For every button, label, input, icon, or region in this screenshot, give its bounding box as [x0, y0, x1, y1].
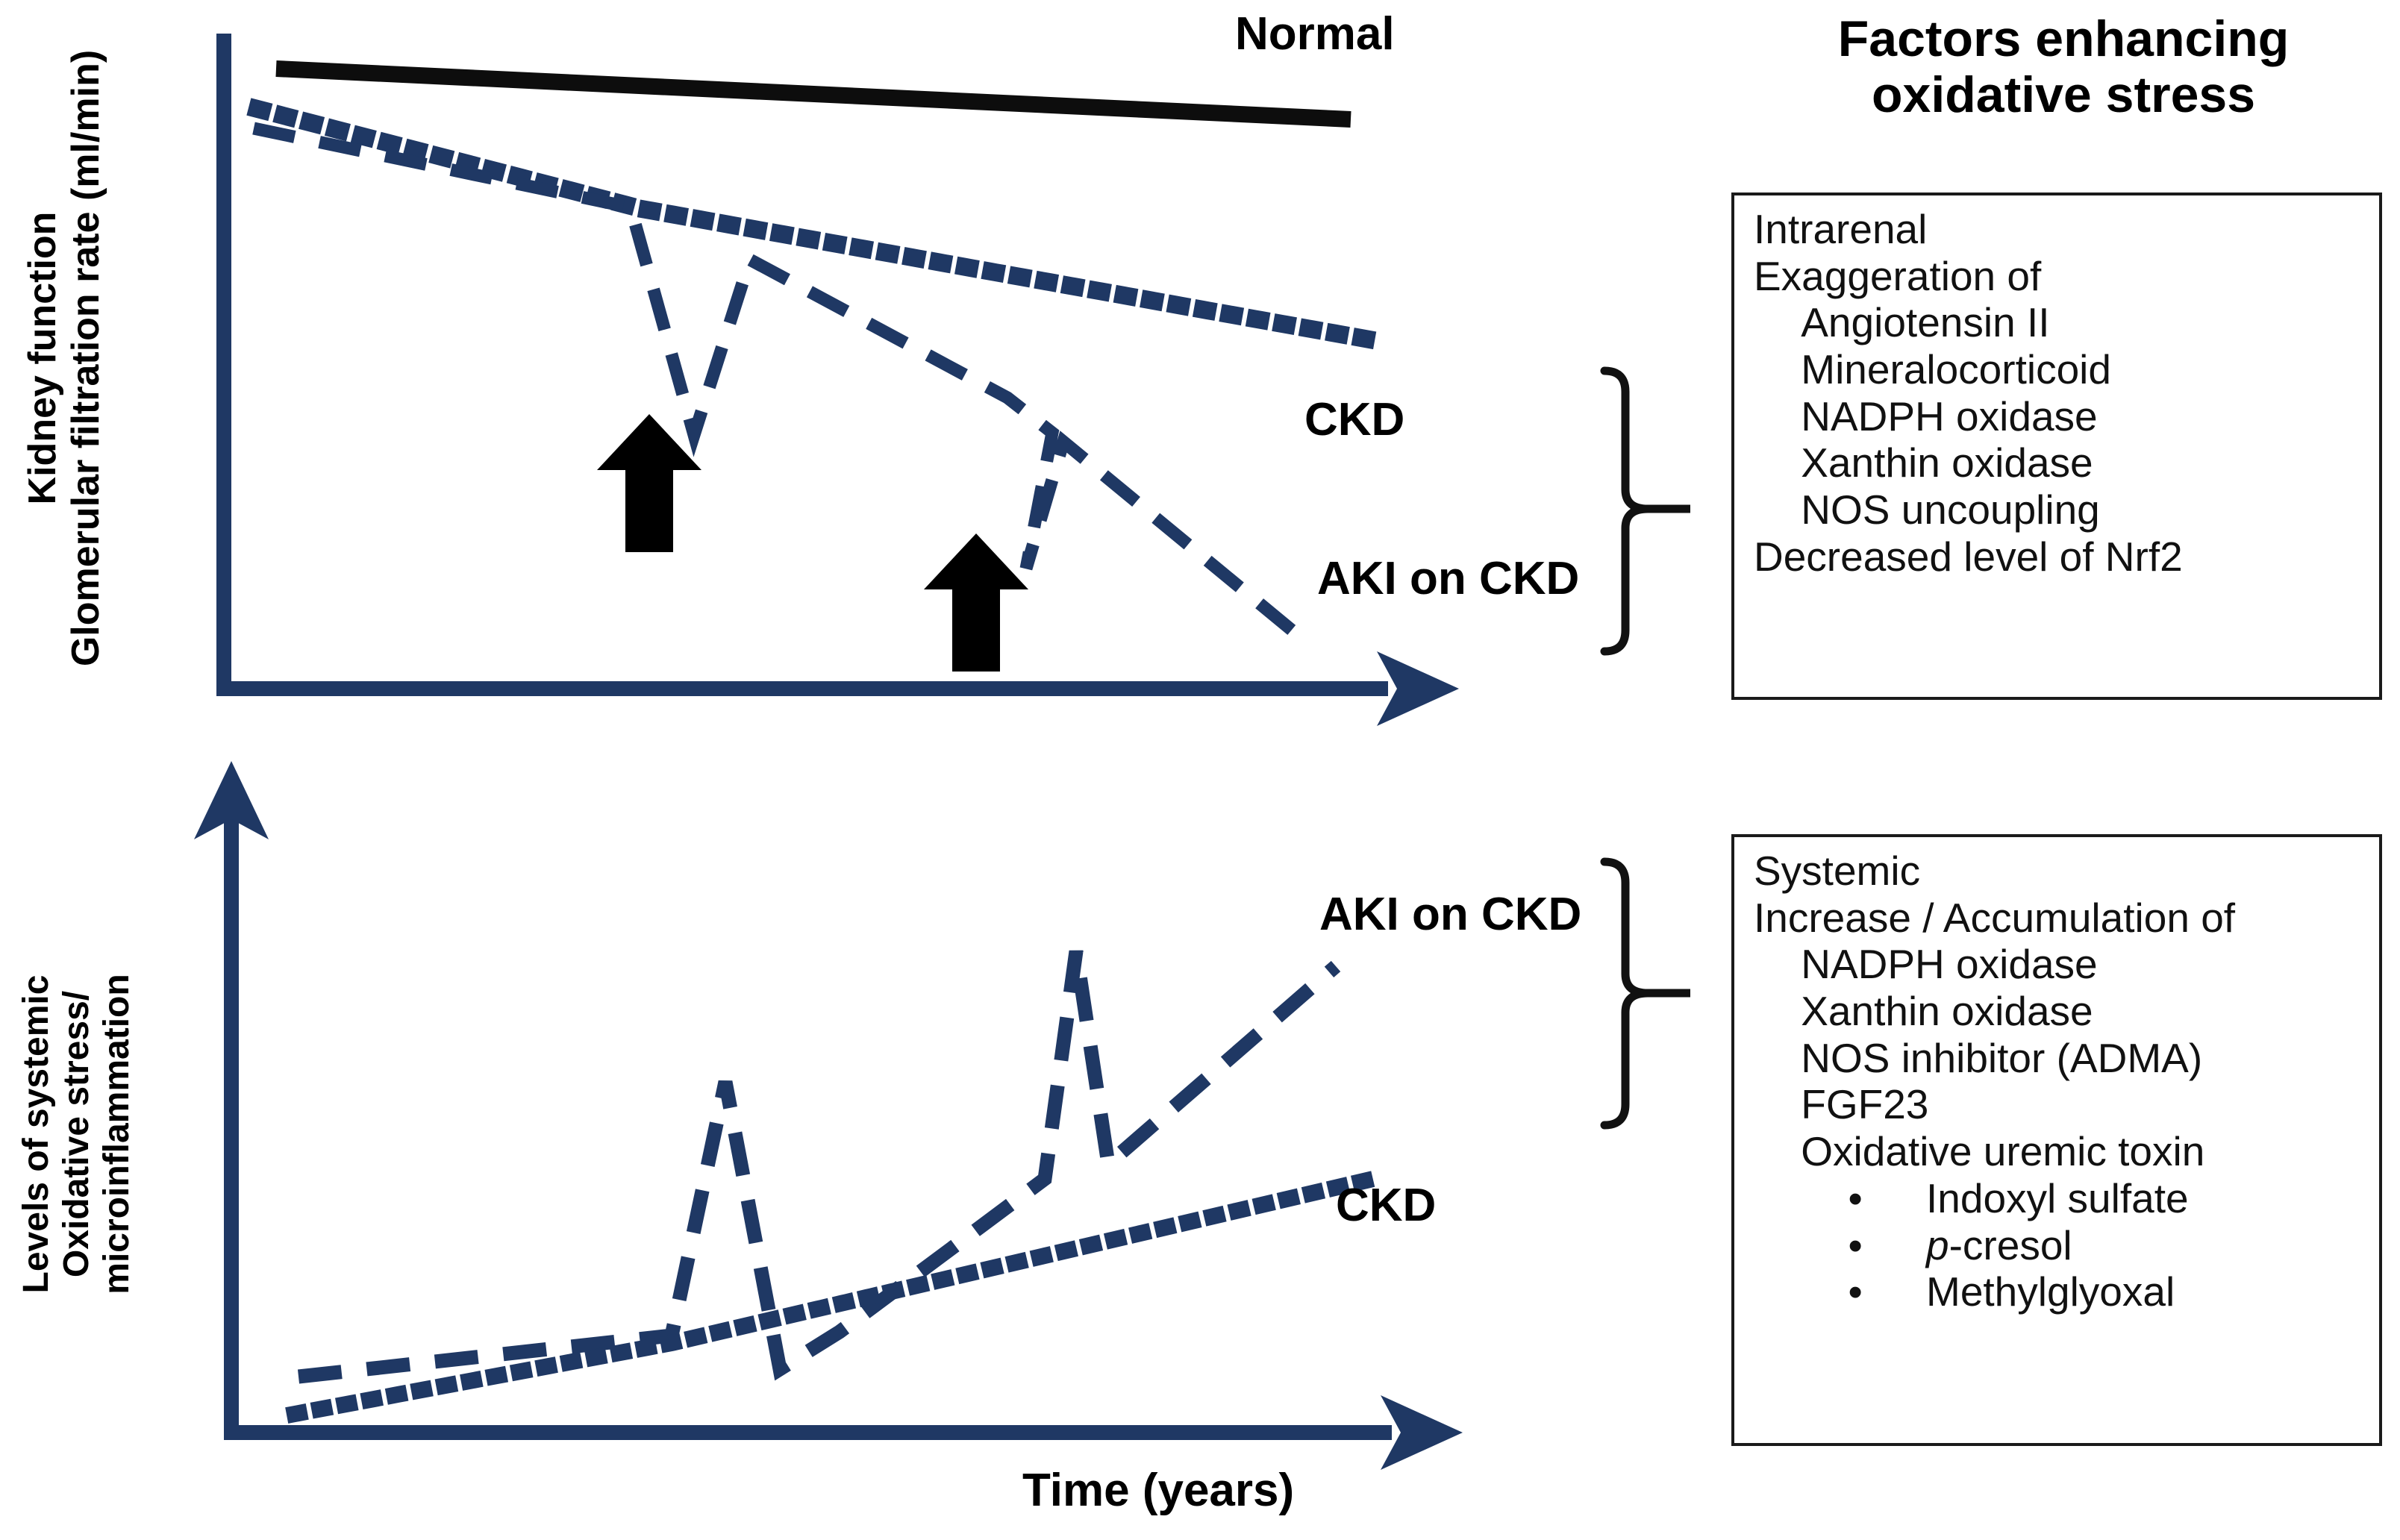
top-chart-event-arrow-1	[597, 414, 701, 552]
systemic-item-9-text: Methylglyoxal	[1926, 1268, 2175, 1315]
top-chart-y-axis-label: Kidney function Glomerular filtration ra…	[21, 22, 107, 694]
right-column-title-line1: Factors enhancing	[1837, 10, 2290, 67]
systemic-item-7-text: Indoxyl sulfate	[1926, 1174, 2189, 1221]
bullet-icon: •	[1848, 1221, 1863, 1268]
top-chart-group-brace	[1600, 366, 1649, 656]
intrarenal-item-7: Decreased level of Nrf2	[1754, 533, 2183, 580]
top-chart-axes	[216, 34, 1459, 726]
italic-prefix: p	[1926, 1221, 1949, 1268]
intrarenal-item-4: NADPH oxidase	[1801, 392, 2098, 439]
top-chart-label-normal: Normal	[1235, 8, 1395, 60]
top-y-axis-line2: Glomerular filtration rate (ml/min)	[64, 49, 108, 667]
top-chart-series-ckd	[246, 98, 1380, 350]
top-chart-x-axis-arrowhead	[1377, 651, 1459, 726]
systemic-item-1: Increase / Accumulation of	[1754, 894, 2236, 941]
intrarenal-item-1: Exaggeration of	[1754, 252, 2042, 299]
systemic-item-3: Xanthin oxidase	[1801, 988, 2093, 1035]
systemic-item-6: Oxidative uremic toxin	[1801, 1128, 2205, 1175]
systemic-item-9: • Methylglyoxal	[1754, 1268, 2379, 1315]
systemic-item-8: • p-cresol	[1754, 1222, 2379, 1269]
bottom-chart-group-brace	[1600, 857, 1649, 1130]
bottom-chart-series-ckd	[285, 1168, 1384, 1424]
bottom-chart-y-axis-label: Levels of systemic Oxidative stress/ mic…	[16, 851, 137, 1418]
bottom-chart-axes	[194, 761, 1463, 1470]
top-y-axis-line1: Kidney function	[21, 211, 64, 505]
top-chart-label-aki-on-ckd: AKI on CKD	[1317, 553, 1580, 604]
bottom-chart-series-aki-on-ckd	[297, 950, 1341, 1384]
bullet-icon: •	[1848, 1268, 1863, 1315]
intrarenal-item-2: Angiotensin II	[1801, 299, 2050, 346]
x-axis-label: Time (years)	[1022, 1465, 1295, 1516]
top-chart-event-arrow-2	[924, 533, 1028, 672]
systemic-item-7: • Indoxyl sulfate	[1754, 1175, 2379, 1222]
intrarenal-item-5: Xanthin oxidase	[1801, 439, 2093, 486]
bottom-y-axis-line1: Levels of systemic	[16, 974, 56, 1294]
right-column-title: Factors enhancing oxidative stress	[1739, 11, 2388, 123]
top-chart-series-aki-on-ckd	[252, 122, 1303, 641]
intrarenal-item-3: Mineralocorticoid	[1801, 346, 2111, 393]
systemic-item-2: NADPH oxidase	[1801, 941, 2098, 988]
systemic-item-0: Systemic	[1754, 848, 1921, 894]
right-column-title-line2: oxidative stress	[1871, 66, 2256, 123]
bottom-y-axis-line3: microinflammation	[96, 974, 137, 1295]
systemic-item-5: FGF23	[1801, 1081, 1929, 1128]
bottom-chart-label-ckd: CKD	[1336, 1180, 1437, 1231]
systemic-item-8-text: p-cresol	[1926, 1221, 2072, 1268]
bottom-chart-y-axis-arrowhead	[194, 761, 269, 839]
systemic-item-4: NOS inhibitor (ADMA)	[1801, 1034, 2203, 1081]
top-chart-series-normal	[275, 60, 1351, 128]
bottom-chart-label-aki-on-ckd: AKI on CKD	[1319, 889, 1582, 940]
bullet-icon: •	[1848, 1174, 1863, 1221]
intrarenal-item-6: NOS uncoupling	[1801, 486, 2100, 533]
top-chart-label-ckd: CKD	[1304, 394, 1405, 445]
bottom-y-axis-line2: Oxidative stress/	[56, 990, 96, 1278]
intrarenal-item-0: Intrarenal	[1754, 206, 1928, 252]
bottom-chart-x-axis-arrowhead	[1381, 1395, 1463, 1470]
